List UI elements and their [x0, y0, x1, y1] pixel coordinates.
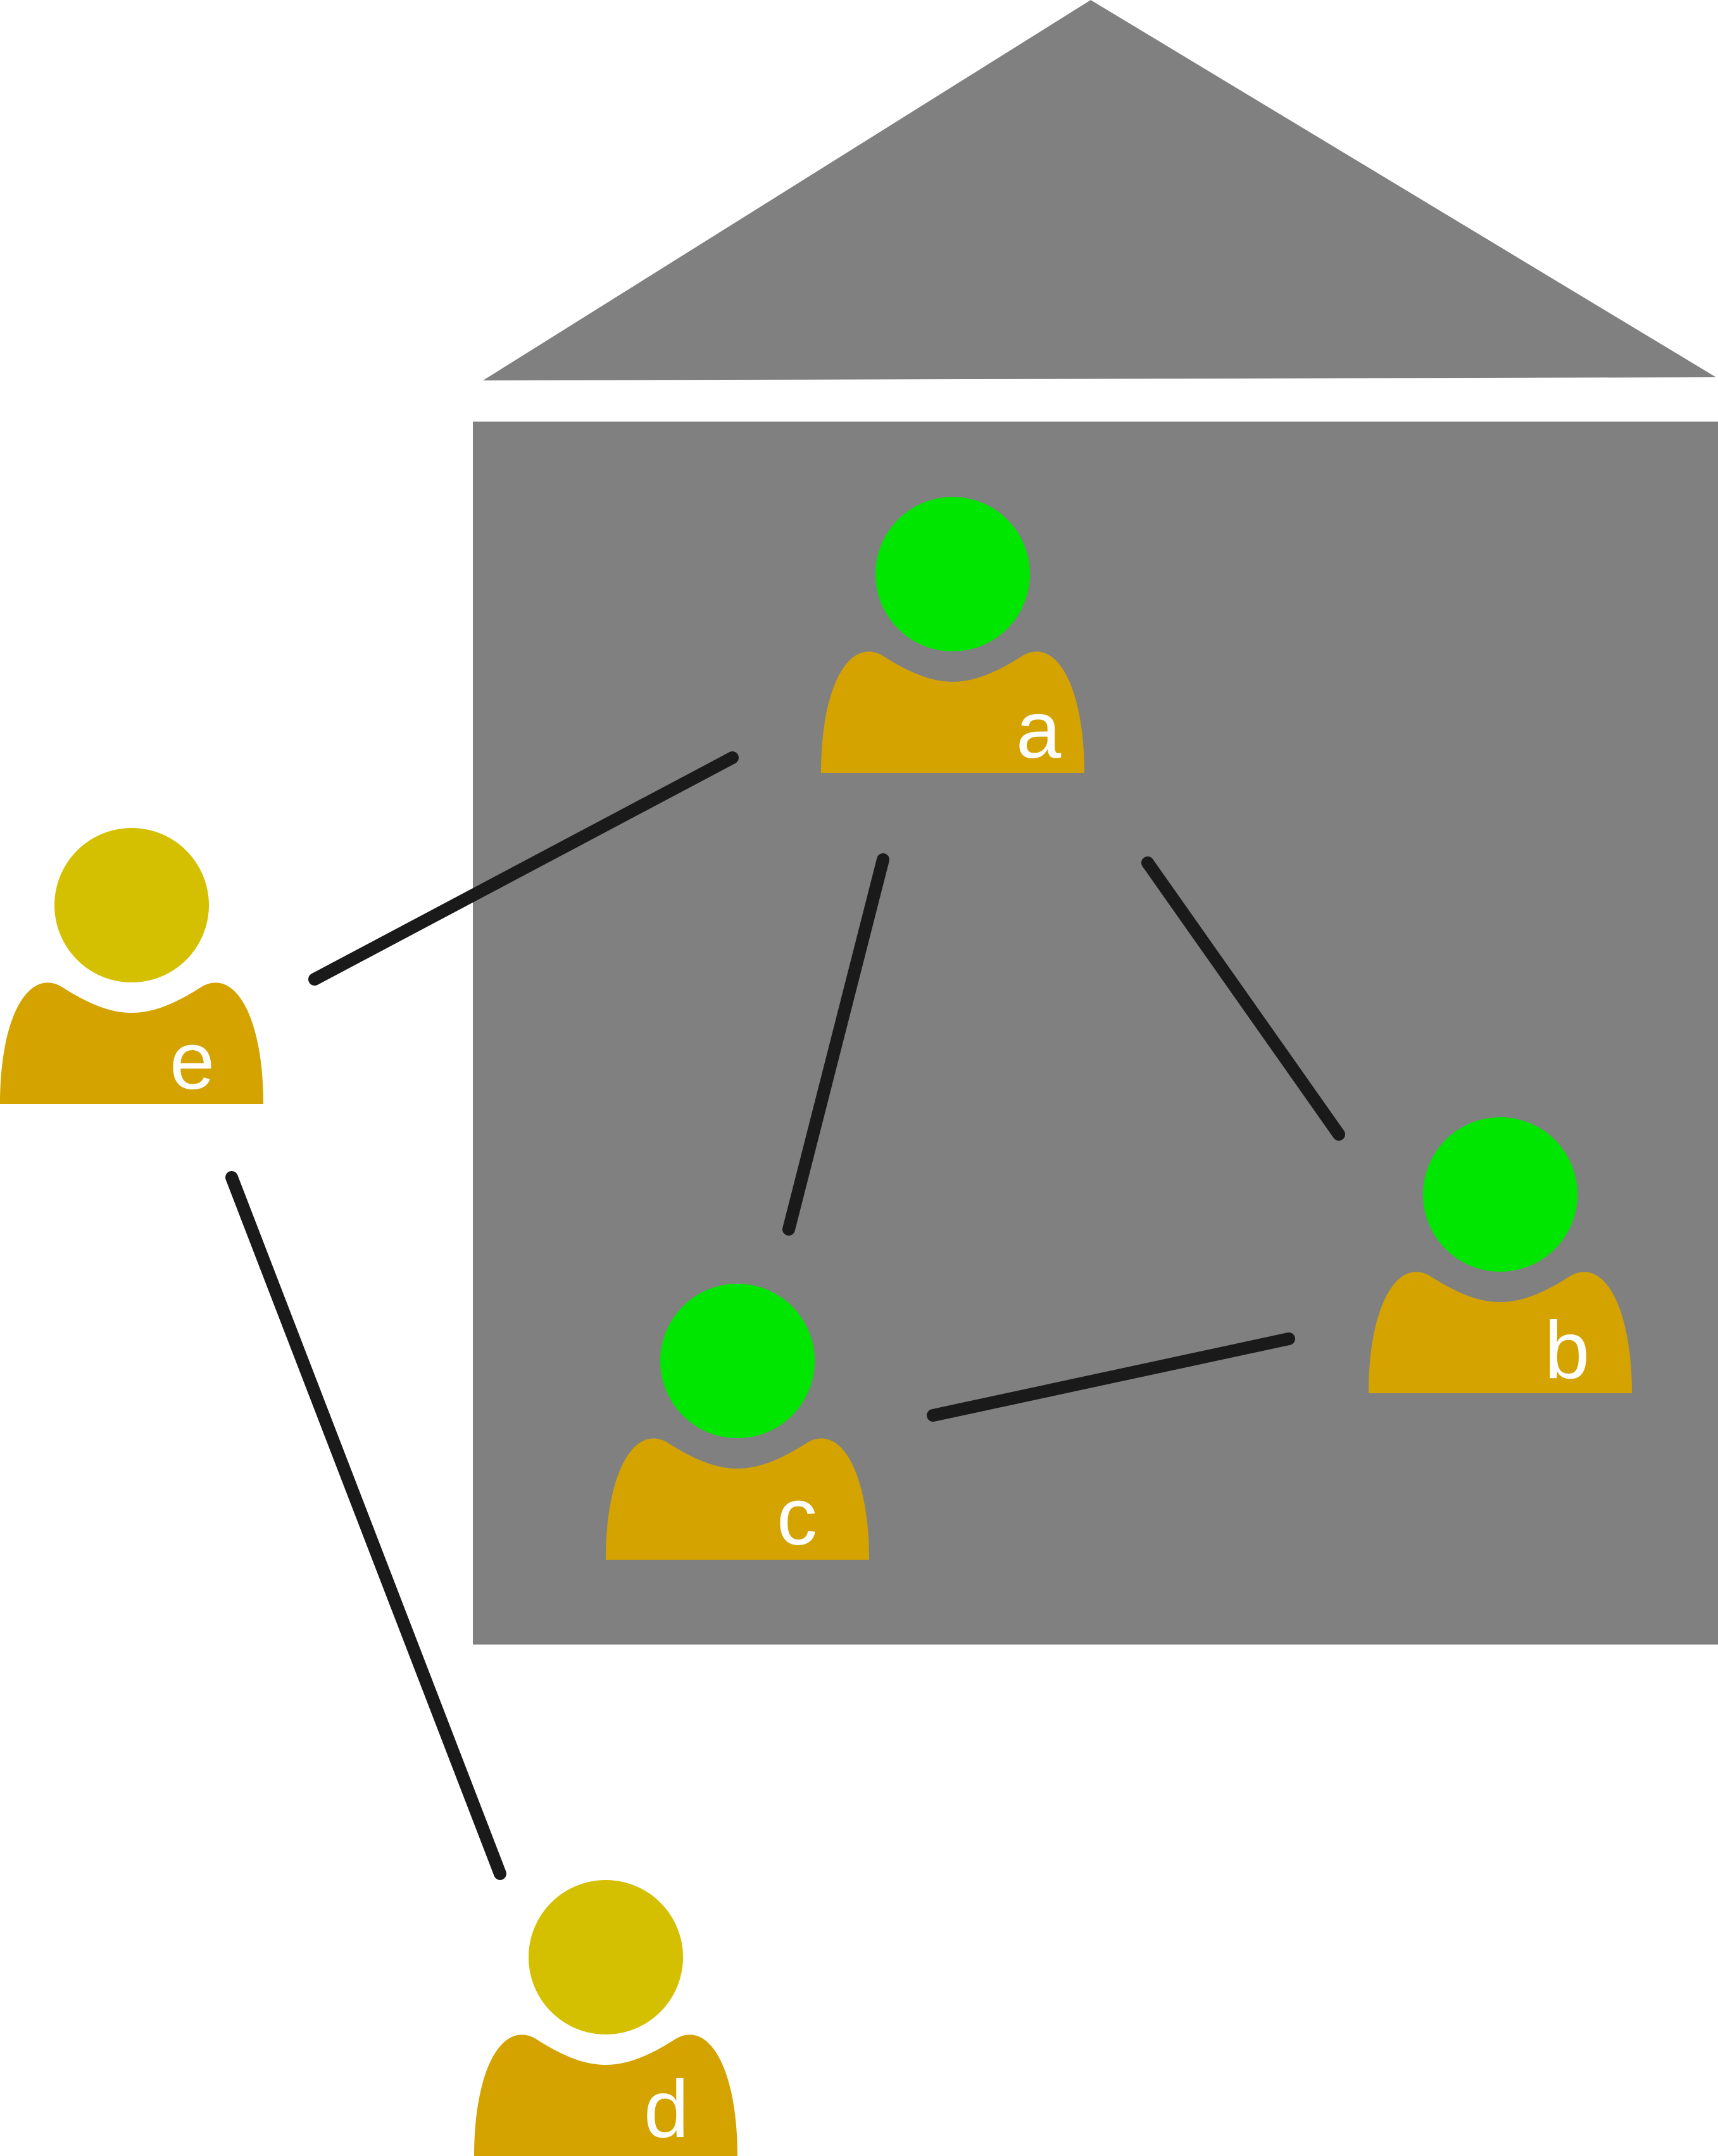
- house-wall: [473, 422, 1718, 1645]
- person-b-head: [1423, 1117, 1577, 1272]
- house-roof: [483, 0, 1716, 380]
- person-c: c: [606, 1284, 869, 1562]
- person-c-label: c: [777, 1472, 817, 1562]
- person-c-body: [606, 1438, 869, 1560]
- person-e: e: [0, 828, 263, 1106]
- person-a-body: [821, 651, 1084, 773]
- edge-a-b: [1141, 856, 1345, 1141]
- person-a-label: a: [1016, 685, 1062, 775]
- person-d-head: [529, 1880, 683, 2034]
- person-b-body: [1369, 1272, 1632, 1393]
- person-b-label: b: [1545, 1305, 1589, 1396]
- edge-e-a: [308, 751, 739, 986]
- edge-c-b: [927, 1332, 1295, 1422]
- person-e-body: [0, 982, 263, 1104]
- edge-e-d: [225, 1171, 506, 1880]
- edges: [225, 751, 1345, 1880]
- person-a-head: [875, 497, 1030, 651]
- person-b: b: [1369, 1117, 1632, 1396]
- edge-a-c: [782, 853, 889, 1236]
- person-d-label: d: [644, 2064, 689, 2155]
- person-a: a: [821, 497, 1084, 775]
- person-e-label: e: [170, 1016, 215, 1106]
- person-c-head: [660, 1284, 815, 1438]
- person-e-head: [54, 828, 209, 982]
- house: [473, 0, 1718, 1645]
- person-d-body: [474, 2034, 737, 2156]
- person-d: d: [474, 1880, 737, 2156]
